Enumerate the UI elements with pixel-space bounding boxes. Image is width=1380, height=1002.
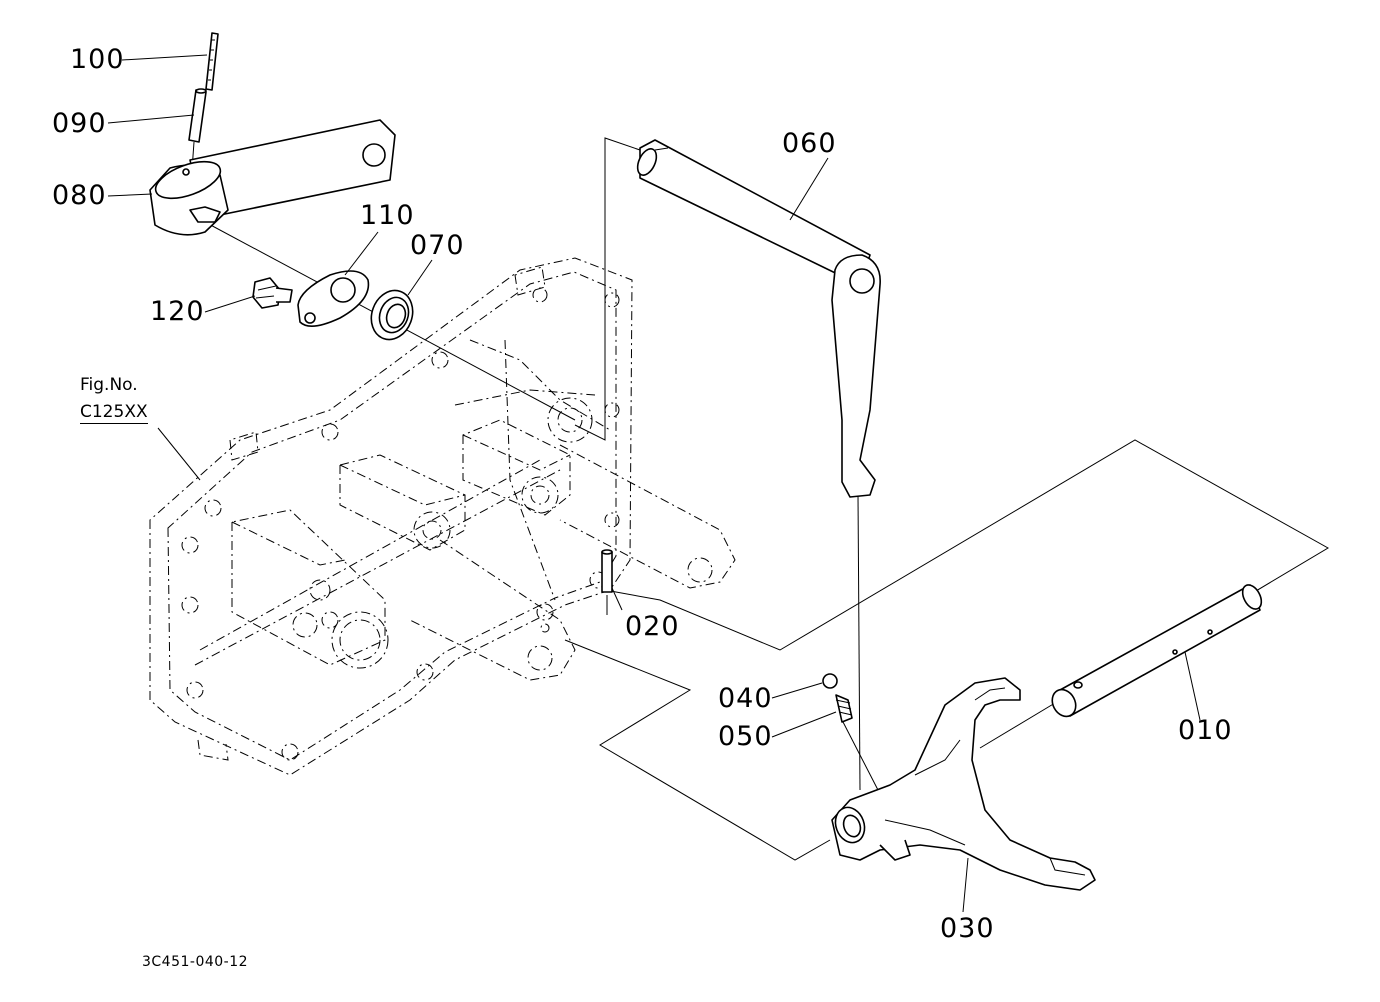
lower-boss: [231, 509, 389, 669]
bolt-120: [252, 277, 293, 309]
pin-020: [601, 549, 613, 593]
part-label-030[interactable]: 030: [940, 913, 995, 944]
middle-boss: [339, 454, 576, 681]
gasket-110: [297, 270, 370, 327]
shift-fork-030: [831, 677, 1096, 891]
spring-050: [835, 694, 853, 723]
part-label-010[interactable]: 010: [1178, 715, 1233, 746]
part-label-040[interactable]: 040: [718, 683, 773, 714]
part-label-080[interactable]: 080: [52, 180, 107, 211]
shift-rod-010: [1051, 584, 1263, 718]
leader-lines: [107, 54, 1201, 913]
spring-pin-100: [205, 32, 219, 91]
part-label-090[interactable]: 090: [52, 108, 107, 139]
ball-040: [822, 673, 838, 689]
part-label-110[interactable]: 110: [360, 200, 415, 231]
reference-lines: [204, 137, 1329, 861]
oil-seal-070: [370, 289, 414, 341]
upper-boss: [462, 397, 736, 589]
pin-090: [188, 88, 207, 171]
part-label-020[interactable]: 020: [625, 611, 680, 642]
part-label-050[interactable]: 050: [718, 721, 773, 752]
drawing-code: 3C451-040-12: [142, 954, 249, 970]
part-label-070[interactable]: 070: [410, 230, 465, 261]
part-label-060[interactable]: 060: [782, 128, 837, 159]
shift-lever-060: [636, 139, 881, 498]
arm-080: [149, 119, 396, 236]
gearcase-housing: [149, 257, 633, 776]
part-label-120[interactable]: 120: [150, 296, 205, 327]
figure-ref-label: Fig.No.: [80, 375, 138, 395]
figure-ref-code[interactable]: C125XX: [80, 402, 148, 424]
part-label-100[interactable]: 100: [70, 44, 125, 75]
